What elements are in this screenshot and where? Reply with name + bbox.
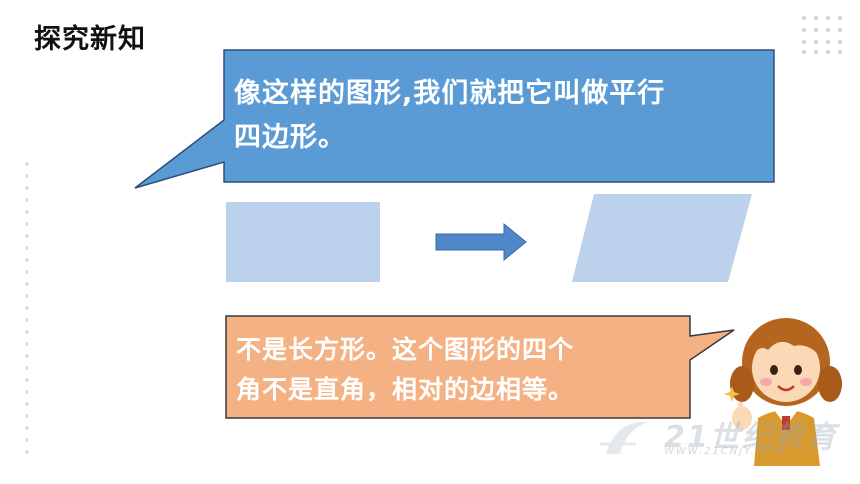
bottom-callout-line-1: 不是长方形。这个图形的四个 (236, 335, 575, 364)
watermark-url: WWW.21CNJY.COM (664, 446, 786, 457)
top-callout-text: 像这样的图形,我们就把它叫做平行 四边形。 (234, 72, 774, 160)
top-callout-line-1: 像这样的图形,我们就把它叫做平行 (234, 78, 666, 109)
right-arrow-icon (435, 222, 527, 262)
rectangle-shape (226, 202, 380, 282)
parallelogram-shape (572, 194, 752, 282)
top-callout-line-2: 四边形。 (234, 122, 346, 153)
bottom-callout-text: 不是长方形。这个图形的四个 角不是直角，相对的边相等。 (236, 330, 686, 410)
page-title: 探究新知 (34, 24, 146, 55)
dot-grid-decoration (802, 16, 842, 54)
dotted-line-decoration (25, 162, 29, 454)
bottom-callout-line-2: 角不是直角，相对的边相等。 (236, 375, 575, 404)
watermark-logo-icon (600, 421, 648, 454)
watermark-logo-text: 21世纪教育 (664, 420, 838, 455)
girl-character-icon (724, 318, 842, 466)
